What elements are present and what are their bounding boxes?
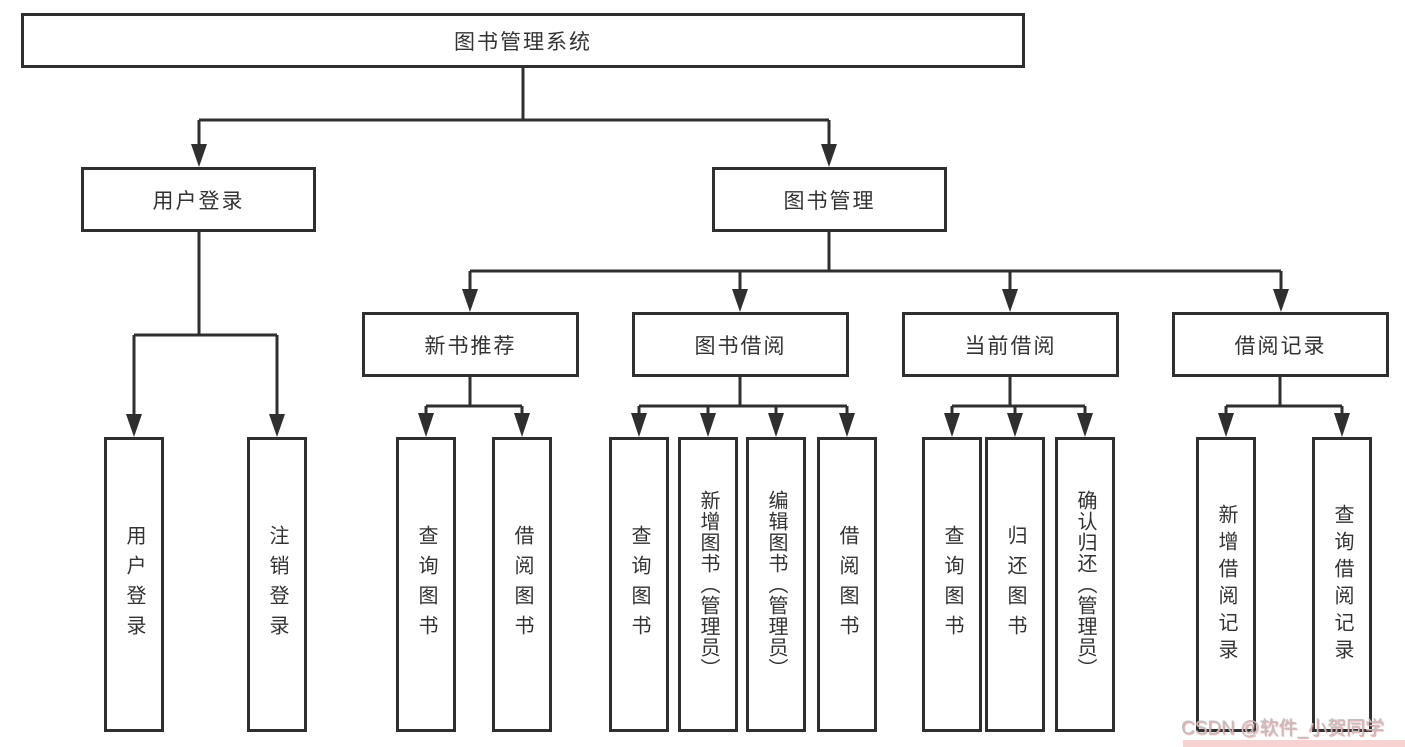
- leaf-user-login: 用户登录: [104, 437, 164, 732]
- leaf-nbr-borrow-books-label: 借阅图书: [511, 524, 533, 645]
- node-current-borrow-label: 当前借阅: [964, 334, 1057, 358]
- connector-borrow-records-children: [1218, 377, 1350, 437]
- connector-current-borrow-children: [944, 377, 1093, 437]
- watermark-pink-band: [1183, 740, 1405, 747]
- connector-user-login-children: [126, 232, 285, 437]
- leaf-logout: 注销登录: [247, 437, 307, 732]
- leaf-logout-label: 注销登录: [266, 524, 288, 645]
- leaf-cb-return-books: 归还图书: [985, 437, 1045, 732]
- node-user-login: 用户登录: [81, 167, 316, 232]
- leaf-br-add-record-label: 新增借阅记录: [1215, 503, 1237, 666]
- node-user-login-label: 用户登录: [152, 189, 245, 213]
- node-book-borrow: 图书借阅: [632, 312, 849, 377]
- leaf-nbr-query-books: 查询图书: [396, 437, 456, 732]
- leaf-bb-edit-books-admin: 编辑图书（管理员）: [746, 437, 806, 732]
- leaf-bb-borrow-books: 借阅图书: [817, 437, 877, 732]
- node-new-book-recommend-label: 新书推荐: [424, 334, 517, 358]
- leaf-user-login-label: 用户登录: [123, 524, 145, 645]
- leaf-bb-borrow-books-label: 借阅图书: [836, 524, 858, 645]
- node-book-management: 图书管理: [712, 167, 947, 232]
- leaf-cb-query-books-label: 查询图书: [941, 524, 963, 645]
- node-borrow-records-label: 借阅记录: [1234, 334, 1327, 358]
- leaf-br-query-record: 查询借阅记录: [1312, 437, 1372, 732]
- connector-root-to-level1: [191, 68, 837, 167]
- leaf-cb-query-books: 查询图书: [922, 437, 982, 732]
- node-current-borrow: 当前借阅: [902, 312, 1119, 377]
- leaf-bb-edit-books-admin-label: 编辑图书（管理员）: [765, 490, 787, 679]
- leaf-bb-add-books-admin-label: 新增图书（管理员）: [697, 490, 719, 679]
- node-borrow-records: 借阅记录: [1172, 312, 1389, 377]
- leaf-cb-confirm-return-admin-label: 确认归还（管理员）: [1074, 490, 1096, 679]
- leaf-bb-query-books-label: 查询图书: [628, 524, 650, 645]
- node-root: 图书管理系统: [21, 13, 1025, 68]
- csdn-watermark: CSDN @软件_小贺同学: [1181, 718, 1384, 739]
- leaf-cb-confirm-return-admin: 确认归还（管理员）: [1055, 437, 1115, 732]
- node-root-label: 图书管理系统: [454, 30, 592, 54]
- connector-book-borrow-children: [631, 377, 855, 437]
- leaf-br-add-record: 新增借阅记录: [1196, 437, 1256, 732]
- node-book-borrow-label: 图书借阅: [694, 334, 787, 358]
- node-book-management-label: 图书管理: [783, 189, 876, 213]
- node-new-book-recommend: 新书推荐: [362, 312, 579, 377]
- leaf-nbr-borrow-books: 借阅图书: [492, 437, 552, 732]
- connector-new-book-recommend-children: [418, 377, 530, 437]
- connector-book-management-children: [462, 232, 1289, 312]
- leaf-bb-query-books: 查询图书: [609, 437, 669, 732]
- leaf-br-query-record-label: 查询借阅记录: [1331, 503, 1353, 666]
- leaf-cb-return-books-label: 归还图书: [1004, 524, 1026, 645]
- leaf-nbr-query-books-label: 查询图书: [415, 524, 437, 645]
- leaf-bb-add-books-admin: 新增图书（管理员）: [678, 437, 738, 732]
